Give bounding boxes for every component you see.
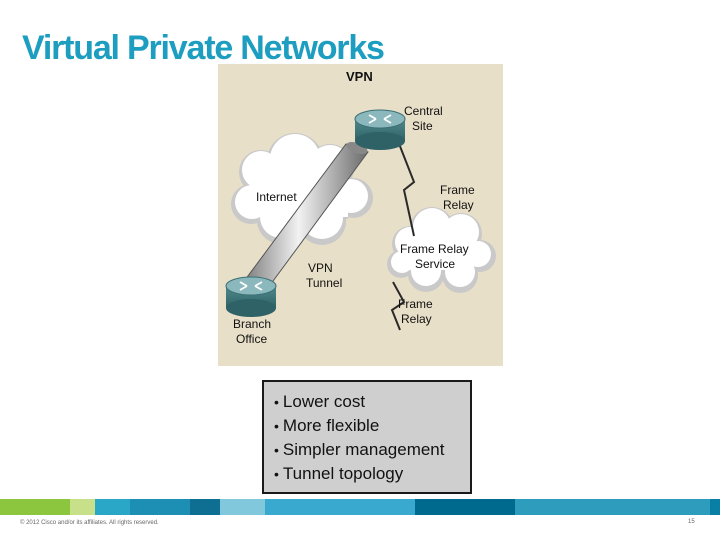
central-site-label: Site — [412, 119, 433, 133]
page-number: 15 — [688, 519, 695, 525]
frame-relay-label: Relay — [443, 198, 474, 212]
bullet-icon: • — [274, 418, 279, 434]
benefits-box: •Lower cost •More flexible •Simpler mana… — [262, 380, 472, 494]
bullet-item: •Simpler management — [274, 440, 445, 459]
branch-office-label: Office — [236, 332, 267, 346]
page-title: Virtual Private Networks — [22, 29, 385, 67]
vpn-diagram-svg: VPN Central Site Internet Frame Relay Fr… — [218, 64, 503, 366]
vpn-tunnel-label: VPN — [308, 261, 333, 275]
footer-bar-segment — [415, 499, 515, 515]
footer-bar-segment — [95, 499, 130, 515]
frame-relay-label: Relay — [401, 312, 432, 326]
footer-bar-segment — [190, 499, 220, 515]
central-site-router-icon — [354, 109, 406, 150]
footer-bar-segment — [220, 499, 265, 515]
vpn-tunnel-label: Tunnel — [306, 276, 342, 290]
bullet-icon: • — [274, 442, 279, 458]
internet-cloud-icon — [231, 133, 373, 245]
bullet-icon: • — [274, 466, 279, 482]
frame-relay-label: Frame — [398, 297, 433, 311]
diagram-heading: VPN — [346, 69, 373, 84]
vpn-diagram: VPN Central Site Internet Frame Relay Fr… — [218, 64, 503, 366]
footer-color-bar — [0, 499, 720, 515]
bullet-icon: • — [274, 394, 279, 410]
frame-relay-cloud-icon — [387, 207, 496, 293]
footer-bar-segment — [0, 499, 70, 515]
footer-bar-segment — [710, 499, 720, 515]
internet-label: Internet — [256, 190, 297, 204]
frame-relay-label: Frame — [440, 183, 475, 197]
frame-relay-service-label: Service — [415, 257, 455, 271]
frame-relay-link-bottom — [390, 281, 406, 331]
frame-relay-link-top — [395, 135, 416, 237]
branch-office-label: Branch — [233, 317, 271, 331]
frame-relay-service-label: Frame Relay — [400, 242, 469, 256]
bullet-item: •Lower cost — [274, 392, 366, 411]
footer-bar-segment — [515, 499, 710, 515]
bullet-item: •Tunnel topology — [274, 464, 404, 483]
copyright-text: © 2012 Cisco and/or its affiliates. All … — [20, 520, 159, 526]
footer-bar-segment — [130, 499, 190, 515]
footer-bar-segment — [70, 499, 95, 515]
branch-office-router-icon — [225, 276, 277, 317]
bullet-item: •More flexible — [274, 416, 380, 435]
footer-bar-segment — [265, 499, 415, 515]
central-site-label: Central — [404, 104, 443, 118]
